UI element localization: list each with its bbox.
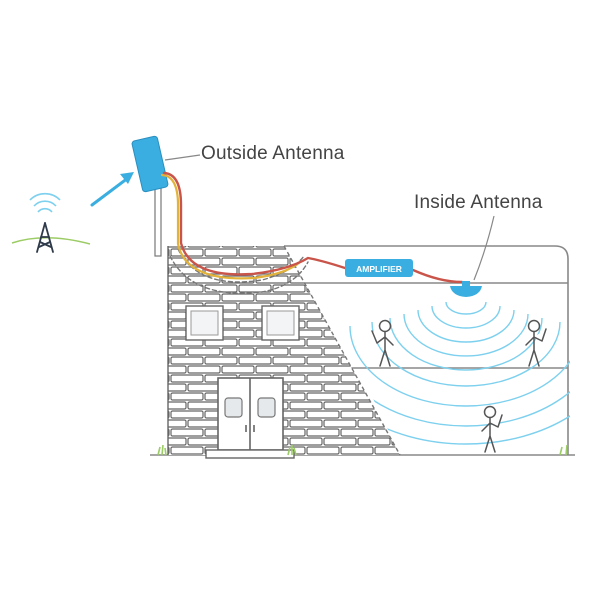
signal-arrow: [90, 176, 130, 207]
cell-tower-icon: [36, 222, 54, 253]
inside-antenna-label: Inside Antenna: [414, 192, 543, 213]
cell-tower: [11, 172, 134, 253]
person-icon: [481, 405, 503, 453]
door-step: [205, 449, 295, 459]
outside-antenna: [131, 135, 201, 257]
signal-wave-icon: [29, 192, 61, 213]
person-icon: [525, 319, 547, 367]
amplifier: AMPLIFIER: [345, 259, 413, 277]
cable: [160, 171, 464, 294]
outside-antenna-panel: [131, 135, 169, 193]
person-icon: [371, 319, 394, 367]
outside-antenna-leader: [164, 154, 201, 161]
inside-antenna-leader: [473, 215, 495, 281]
antenna-mast: [154, 183, 162, 257]
inside-antenna-dome: [450, 286, 482, 297]
door-icon: [205, 377, 295, 459]
grass: [157, 444, 568, 456]
outside-antenna-label: Outside Antenna: [201, 143, 345, 164]
inside-antenna: [450, 215, 495, 297]
amplifier-label: AMPLIFIER: [356, 264, 402, 274]
brick-wall: [157, 245, 568, 459]
